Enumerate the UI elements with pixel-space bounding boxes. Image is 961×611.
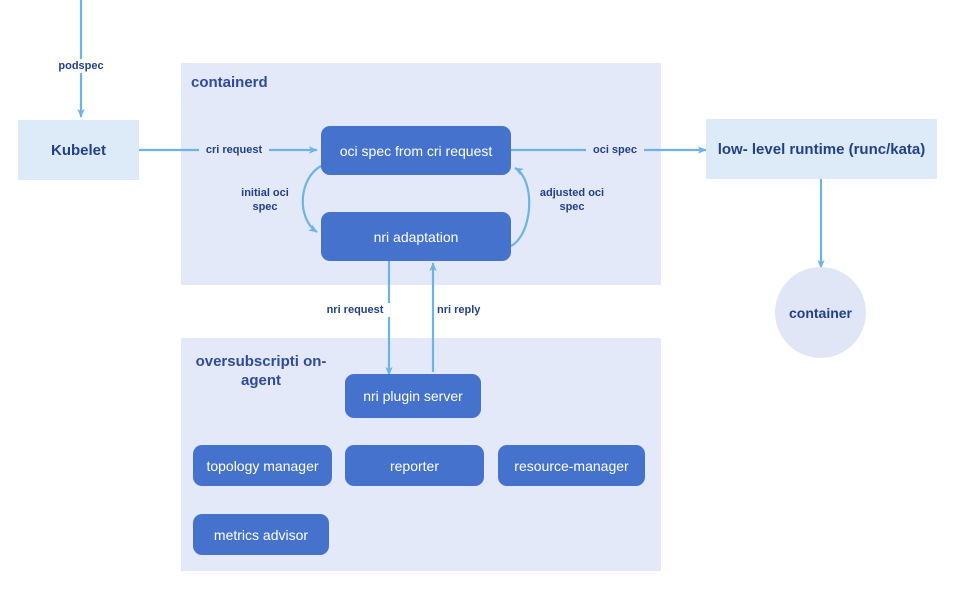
edge-label-initial-oci-spec: initial oci spec [231, 186, 299, 214]
node-topology-manager[interactable]: topology manager [193, 445, 332, 486]
node-reporter[interactable]: reporter [345, 445, 484, 486]
node-nri-plugin-server[interactable]: nri plugin server [345, 374, 481, 418]
node-oci-spec-from-cri-request[interactable]: oci spec from cri request [321, 126, 511, 175]
edge-label-nri-reply: nri reply [437, 303, 497, 317]
panel-title-containerd: containerd [191, 74, 268, 91]
edge-label-nri-request: nri request [320, 303, 390, 317]
edge-label-adjusted-oci-spec: adjusted oci spec [532, 186, 612, 214]
panel-title-oversubscription-agent: oversubscripti on-agent [195, 353, 327, 389]
node-container[interactable]: container [775, 267, 866, 358]
node-metrics-advisor[interactable]: metrics advisor [193, 514, 329, 555]
node-kubelet[interactable]: Kubelet [18, 120, 139, 180]
edge-label-podspec: podspec [51, 59, 111, 73]
node-low-level-runtime[interactable]: low- level runtime (runc/kata) [706, 119, 937, 179]
edge-label-cri-request: cri request [199, 143, 269, 157]
edge-label-oci-spec: oci spec [586, 143, 644, 157]
node-resource-manager[interactable]: resource-manager [498, 445, 645, 486]
node-nri-adaptation[interactable]: nri adaptation [321, 212, 511, 261]
